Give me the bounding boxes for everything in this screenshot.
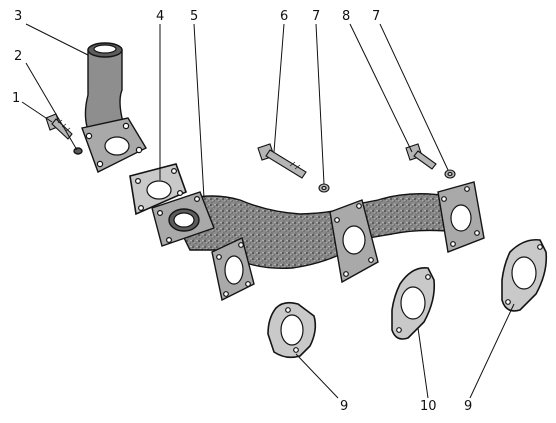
callout-8: 8 (342, 9, 350, 24)
callout-5: 5 (190, 9, 198, 24)
callout-1: 1 (12, 91, 20, 106)
callout-3: 3 (14, 9, 22, 24)
callout-2: 2 (14, 49, 22, 64)
washer-7a (318, 183, 330, 193)
washer-7b (444, 169, 456, 179)
leader-lines (21, 23, 515, 399)
callout-6: 6 (280, 9, 288, 24)
callout-7-left: 7 (312, 9, 320, 24)
gasket-9b (501, 238, 548, 312)
callout-labels: 1 2 3 4 5 6 7 8 7 9 10 9 (12, 9, 472, 414)
bolt-8 (405, 143, 437, 170)
callout-9-left: 9 (340, 399, 348, 414)
callout-9-right: 9 (464, 399, 472, 414)
gasket-4 (129, 163, 188, 216)
bolt-6 (257, 143, 307, 179)
callout-10: 10 (420, 399, 437, 414)
exhaust-manifold-5 (151, 181, 485, 302)
callout-7-right: 7 (372, 9, 380, 24)
bolt-1 (45, 113, 73, 140)
washer-2 (73, 147, 83, 155)
callout-4: 4 (156, 9, 164, 24)
gasket-10 (391, 267, 436, 340)
elbow-outlet-pipe (81, 42, 147, 173)
gasket-9a (267, 301, 317, 359)
